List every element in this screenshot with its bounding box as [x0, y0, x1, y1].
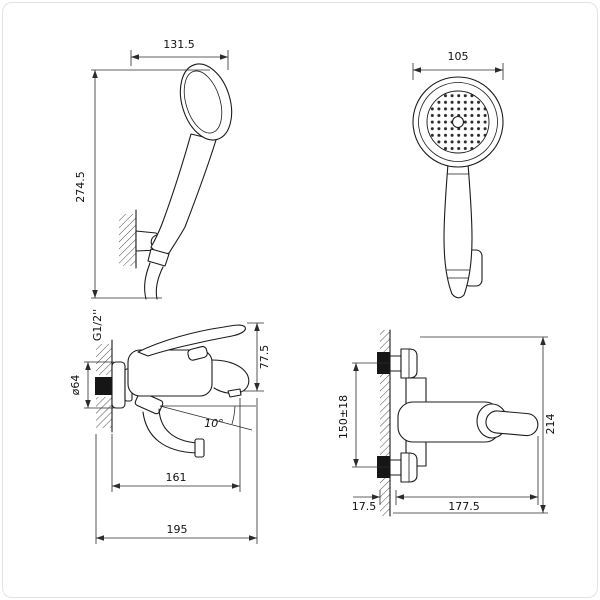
shower-head-face	[183, 70, 223, 134]
wall-hatch	[96, 344, 112, 375]
dim-spout-angle-group: 10°	[159, 405, 256, 431]
dim-supply-spacing: 150±18	[337, 395, 350, 439]
dim-mixer-width-group: 177.5	[396, 436, 539, 513]
dim-spout-reach: 161	[166, 471, 187, 484]
dim-supply-spacing-group: 150±18	[337, 362, 389, 468]
dim-handshower-height: 274.5	[74, 171, 87, 203]
hose-nut	[147, 248, 170, 267]
dim-top-to-spout-group: 77.5	[243, 322, 271, 392]
lever-handle-front	[485, 410, 539, 437]
hose-right-edge	[155, 266, 164, 300]
dim-handshower-height-group: 274.5	[74, 69, 210, 299]
hose-curve-outer	[142, 411, 198, 454]
angle-slant-line	[159, 405, 253, 431]
dim-head-diameter: 105	[448, 50, 469, 63]
dim-handshower-width: 131.5	[163, 38, 195, 51]
wall-hatch	[380, 330, 390, 516]
dim-thread-label: G1/2''	[91, 309, 104, 341]
flange-neck-bottom	[389, 459, 402, 476]
head-center-cap	[451, 115, 465, 129]
lever-handle-side	[137, 324, 246, 357]
hose-curve-inner	[158, 408, 198, 444]
dim-flange-group: ø64	[69, 361, 114, 409]
view-mixer-side	[95, 324, 250, 458]
dim-spout-angle: 10°	[204, 417, 224, 430]
dim-total-reach: 195	[167, 523, 188, 536]
dim-handshower-width-group: 131.5	[130, 38, 229, 70]
dim-thread-group: G1/2''	[91, 309, 104, 341]
dim-head-diameter-group: 105	[412, 50, 504, 80]
head-inner-ring	[418, 82, 498, 162]
escutcheon-side	[111, 361, 126, 409]
hose-left-edge	[144, 262, 151, 300]
shower-head-outline	[179, 63, 233, 141]
dim-mixer-width: 177.5	[448, 500, 480, 513]
dim-mixer-height-group: 214	[393, 336, 557, 514]
spout-outline	[211, 359, 250, 394]
dim-top-to-spout: 77.5	[258, 345, 271, 370]
hose-end-nut	[194, 438, 205, 458]
view-mixer-front	[377, 329, 539, 517]
view-handshower-front	[412, 76, 504, 299]
wall-hatch	[96, 397, 112, 428]
dim-total-reach-group: 195	[95, 398, 258, 544]
supply-pipe-section	[95, 377, 113, 395]
angle-arc	[231, 405, 236, 425]
diverter-knob	[187, 346, 208, 361]
spout-aerator	[227, 388, 242, 398]
wall-hatch	[119, 214, 136, 266]
dim-spout-reach-group: 161	[111, 398, 241, 492]
dim-mixer-height: 214	[544, 414, 557, 435]
dim-wall-offset: 17.5	[352, 500, 377, 513]
flange-neck-top	[389, 355, 402, 372]
hose-outlet-nut	[134, 391, 164, 415]
shower-handle	[150, 133, 217, 255]
shower-handle-front	[443, 163, 473, 299]
view-handshower-side	[119, 63, 233, 300]
dim-flange-diameter: ø64	[69, 375, 82, 396]
